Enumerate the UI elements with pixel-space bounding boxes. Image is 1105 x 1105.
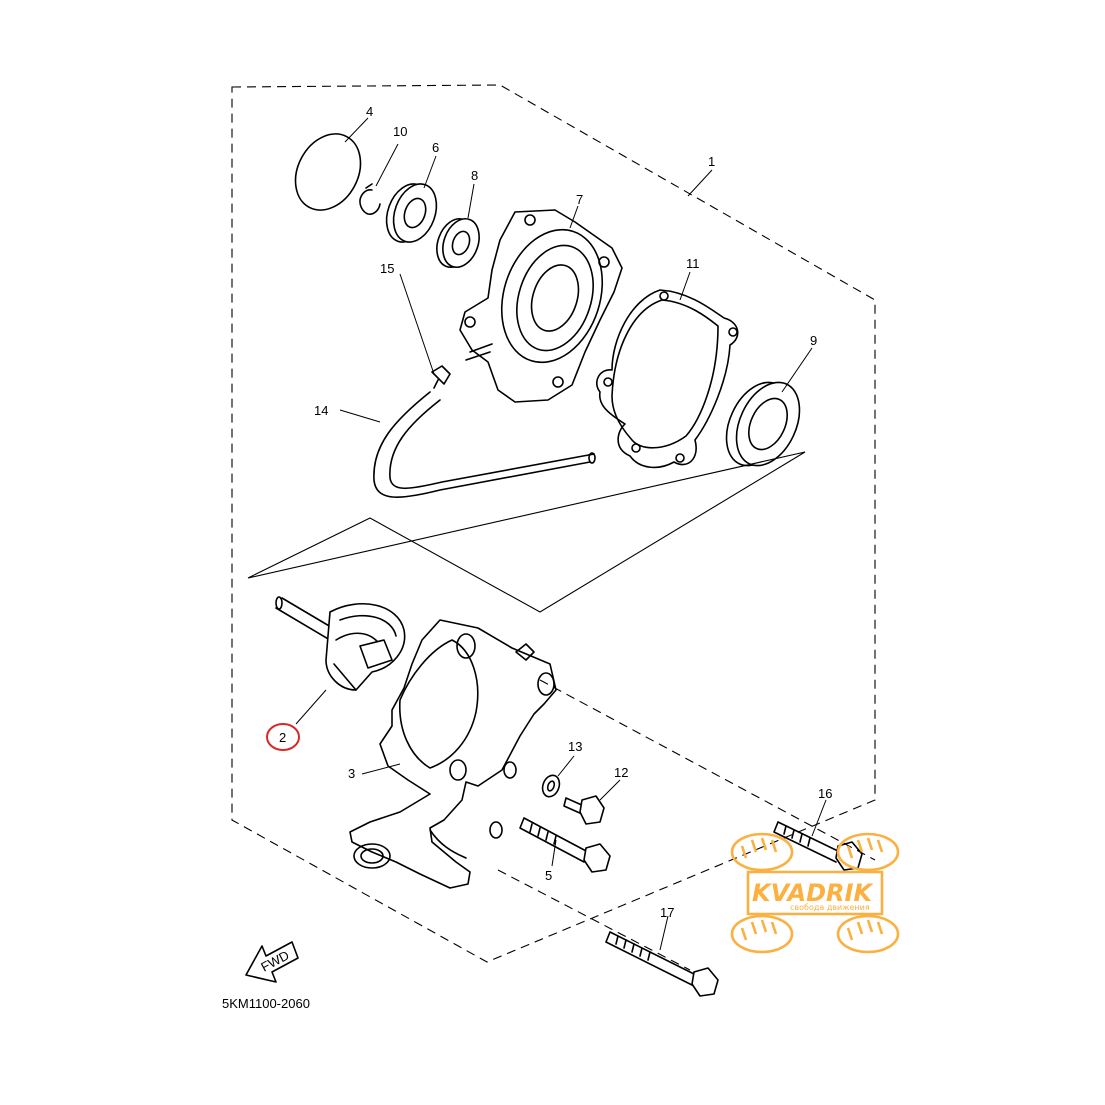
leader-lines	[295, 117, 827, 951]
part-15-clamp[interactable]	[431, 365, 451, 389]
part-4-o-ring[interactable]	[283, 123, 374, 222]
part-12-bolt[interactable]	[563, 795, 605, 825]
callout-5: 5	[545, 868, 552, 883]
kvadrik-logo: KVADRIK свобода движения	[730, 832, 900, 954]
part-5-bolt[interactable]	[519, 817, 611, 873]
part-13-washer[interactable]	[540, 773, 563, 799]
part-17-bolt[interactable]	[605, 931, 719, 997]
assembly-boundary	[231, 84, 876, 963]
callout-11: 11	[686, 256, 700, 271]
callout-1: 1	[708, 154, 715, 169]
callout-15: 15	[380, 261, 394, 276]
axis-line-upper	[539, 679, 876, 861]
callout-2: 2	[279, 730, 286, 745]
callout-16: 16	[818, 786, 832, 801]
part-7-pump-cover[interactable]	[459, 209, 623, 403]
part-6-bearing[interactable]	[379, 178, 444, 248]
callout-10: 10	[393, 124, 407, 139]
part-3-pump-housing[interactable]	[349, 619, 557, 889]
callout-4: 4	[366, 104, 373, 119]
part-code: 5KM1100-2060	[222, 996, 310, 1011]
callout-14: 14	[314, 403, 328, 418]
callout-7: 7	[576, 192, 583, 207]
callout-6: 6	[432, 140, 439, 155]
part-8-seal[interactable]	[430, 214, 485, 273]
callout-3: 3	[348, 766, 355, 781]
fwd-arrow-icon: FWD	[245, 941, 299, 983]
svg-text:свобода движения: свобода движения	[790, 903, 870, 912]
svg-text:KVADRIK: KVADRIK	[752, 879, 874, 907]
callout-9: 9	[810, 333, 817, 348]
callout-13: 13	[568, 739, 582, 754]
part-2-impeller-shaft[interactable]	[275, 596, 406, 691]
subassembly-frame	[247, 451, 806, 613]
part-9-oil-seal[interactable]	[714, 372, 812, 475]
callout-8: 8	[471, 168, 478, 183]
highlight-circle	[266, 723, 300, 751]
callout-12: 12	[614, 765, 628, 780]
part-14-hose[interactable]	[373, 391, 596, 498]
part-10-circlip[interactable]	[359, 183, 381, 215]
callout-17: 17	[660, 905, 674, 920]
part-11-gasket[interactable]	[596, 289, 739, 469]
axis-line-lower	[497, 869, 691, 971]
